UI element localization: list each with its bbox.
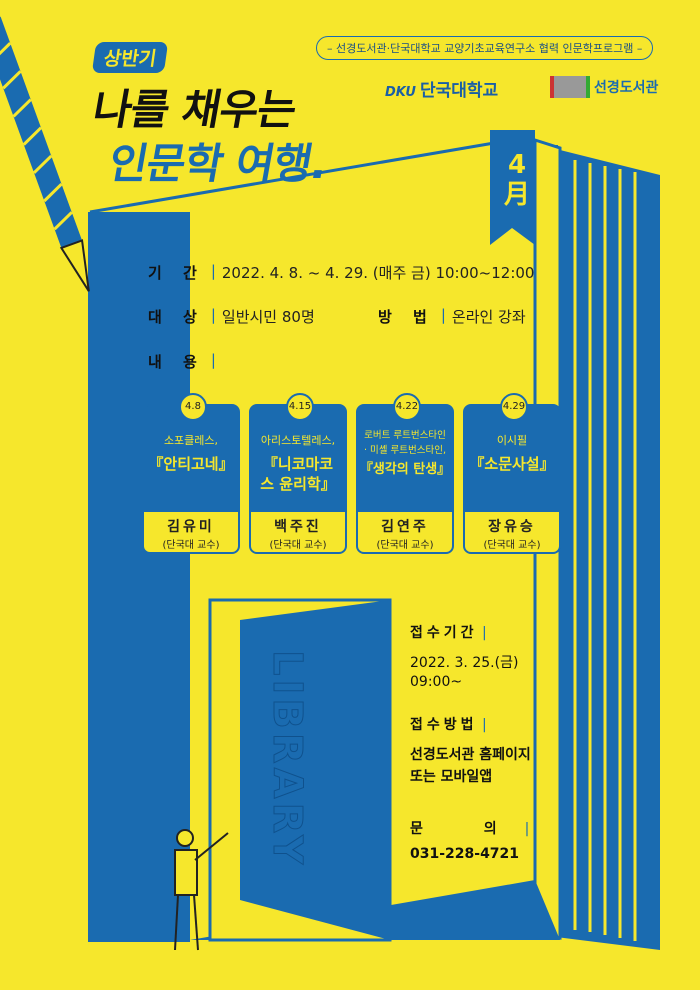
session-date: 4.8 bbox=[179, 393, 207, 421]
session-date: 4.15 bbox=[286, 393, 314, 421]
registration-method-label: 접수방법 | bbox=[410, 717, 487, 733]
session-author: 이시필 bbox=[496, 434, 528, 447]
session-card: 4.15 아리스토텔레스, 『니코마코스 윤리학』 백주진 (단국대 교수) bbox=[249, 393, 347, 554]
session-affiliation: (단국대 교수) bbox=[483, 540, 541, 551]
title-line-2: 인문학 여행. bbox=[105, 139, 331, 188]
session-affiliation: (단국대 교수) bbox=[269, 540, 327, 551]
dku-mark: DKU bbox=[385, 85, 416, 100]
month-ribbon: 4月 bbox=[503, 150, 530, 210]
method-value: 온라인 강좌 bbox=[451, 308, 526, 326]
period-row: 기 간| 2022. 4. 8. ~ 4. 29. (매주 금) 10:00~1… bbox=[148, 262, 535, 282]
label: 접수기간 bbox=[410, 625, 478, 641]
target-label: 대 상 bbox=[148, 308, 205, 326]
content-row: 내 용| bbox=[148, 351, 216, 371]
session-author: 로버트 루트번스타인 · 미셸 루트번스타인, bbox=[364, 430, 446, 456]
method-label: 방 법 bbox=[378, 308, 435, 326]
registration-method-value-1: 선경도서관 홈페이지 bbox=[410, 747, 531, 763]
session-affiliation: (단국대 교수) bbox=[162, 540, 220, 551]
first-half-badge: 상반기 bbox=[91, 42, 169, 73]
session-lecturer: 김연주 bbox=[381, 519, 429, 535]
target-row: 대 상| 일반시민 80명 bbox=[148, 306, 315, 326]
library-gate-icon bbox=[550, 76, 590, 98]
session-book: 『안티고네』 bbox=[148, 455, 234, 473]
method-row: 방 법| 온라인 강좌 bbox=[378, 306, 526, 326]
content-label: 내 용 bbox=[148, 353, 205, 371]
session-lecturer: 백주진 bbox=[274, 519, 322, 535]
target-value: 일반시민 80명 bbox=[221, 308, 315, 326]
label: 접수방법 bbox=[410, 717, 478, 733]
registration-period-date: 2022. 3. 25.(금) bbox=[410, 655, 519, 671]
session-affiliation: (단국대 교수) bbox=[376, 540, 434, 551]
session-author: 아리스토텔레스, bbox=[260, 434, 336, 447]
registration-method-value-2: 또는 모바일앱 bbox=[410, 769, 493, 785]
session-card: 4.8 소포클레스, 『안티고네』 김유미 (단국대 교수) bbox=[142, 393, 240, 554]
label: 문 의 bbox=[410, 821, 525, 837]
session-author: 소포클레스, bbox=[163, 434, 219, 447]
session-lecturer: 장유승 bbox=[488, 519, 536, 535]
registration-period-label: 접수기간 | bbox=[410, 625, 487, 641]
session-book: 『생각의 탄생』 bbox=[359, 462, 451, 477]
registration-period-time: 09:00~ bbox=[410, 674, 463, 690]
session-book: 『니코마코스 윤리학』 bbox=[260, 455, 336, 493]
period-value: 2022. 4. 8. ~ 4. 29. (매주 금) 10:00~12:00 bbox=[221, 264, 535, 282]
dku-name: 단국대학교 bbox=[419, 81, 499, 101]
title-line-1: 나를 채우는 bbox=[89, 85, 300, 134]
session-card: 4.22 로버트 루트번스타인 · 미셸 루트번스타인, 『생각의 탄생』 김연… bbox=[356, 393, 454, 554]
session-date: 4.22 bbox=[393, 393, 421, 421]
library-door-text: LIBRARY bbox=[264, 649, 311, 869]
session-book: 『소문사설』 bbox=[469, 455, 555, 473]
library-name: 선경도서관 bbox=[594, 80, 659, 96]
session-card: 4.29 이시필 『소문사설』 장유승 (단국대 교수) bbox=[463, 393, 561, 554]
contact-phone: 031-228-4721 bbox=[410, 846, 520, 862]
program-subtitle: – 선경도서관·단국대학교 교양기초교육연구소 협력 인문학프로그램 – bbox=[316, 36, 654, 60]
period-label: 기 간 bbox=[148, 264, 205, 282]
contact-label: 문 의| bbox=[410, 821, 530, 837]
library-logo: 선경도서관 bbox=[550, 76, 658, 98]
session-date: 4.29 bbox=[500, 393, 528, 421]
session-lecturer: 김유미 bbox=[167, 519, 215, 535]
